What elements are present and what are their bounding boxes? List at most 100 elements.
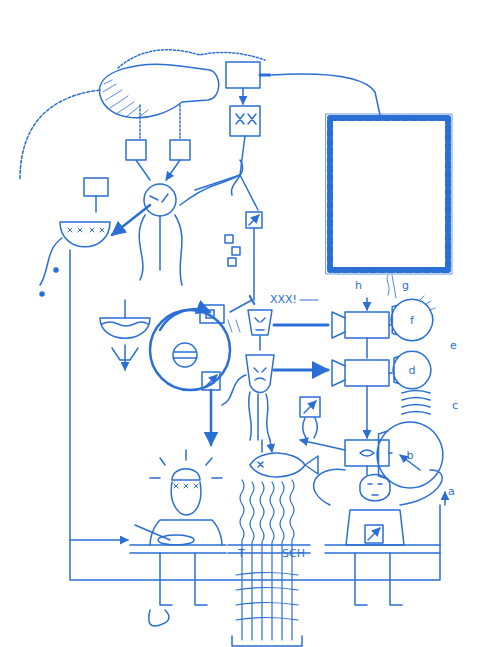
waves — [102, 322, 148, 326]
wire — [272, 74, 380, 115]
arrow — [205, 375, 217, 387]
x-eyes — [174, 484, 198, 488]
callout-label: e — [450, 340, 457, 352]
lens — [332, 360, 345, 386]
face — [171, 482, 201, 515]
camera-box — [345, 312, 389, 338]
tick — [228, 320, 240, 332]
arrow — [210, 390, 213, 445]
arm — [180, 175, 240, 205]
node-text: f — [390, 298, 434, 342]
face — [255, 318, 265, 330]
fish-tail — [305, 456, 318, 474]
arrow — [366, 338, 368, 438]
drop — [54, 268, 58, 272]
line — [389, 325, 392, 453]
coil — [402, 391, 430, 415]
pot — [100, 318, 150, 338]
arrow — [262, 440, 272, 452]
arrow — [300, 440, 345, 450]
cycle-circle — [150, 310, 230, 390]
camera-box — [345, 360, 389, 386]
line — [366, 466, 368, 475]
wavy — [303, 418, 318, 438]
bulb-letter: f — [410, 314, 414, 327]
face — [254, 368, 266, 380]
arrow — [304, 401, 316, 413]
table — [325, 545, 440, 553]
line — [259, 336, 261, 350]
bracket — [232, 636, 302, 646]
bulb-node: d — [392, 350, 432, 390]
callout-label: h — [355, 280, 362, 292]
bulb-letter: d — [409, 364, 416, 377]
arrow — [112, 205, 150, 235]
head — [248, 310, 272, 335]
bulb-node: b — [375, 420, 445, 490]
diagonal-box — [246, 212, 262, 228]
small-box — [200, 305, 224, 323]
dashed-link — [140, 105, 180, 138]
arrow — [160, 309, 210, 330]
eye — [360, 450, 374, 456]
drop — [40, 292, 44, 296]
body-lines — [139, 215, 182, 285]
tiny-square — [228, 258, 236, 266]
body — [346, 510, 404, 545]
line — [95, 196, 97, 212]
cloud-blob — [99, 64, 218, 118]
tiny-square — [225, 235, 233, 243]
callout-label: g — [402, 280, 409, 292]
stripes — [174, 352, 196, 358]
arrow — [366, 298, 368, 310]
rays — [420, 296, 435, 310]
plug — [260, 74, 270, 77]
face — [368, 484, 382, 495]
line — [300, 300, 318, 301]
brain-cap — [172, 469, 200, 480]
legs — [160, 553, 207, 605]
fish-eye — [258, 462, 263, 467]
diagonal-box — [202, 372, 220, 390]
small-box — [226, 62, 260, 88]
node-text: b — [375, 420, 445, 490]
arrow — [249, 215, 259, 225]
face — [150, 194, 168, 202]
arrow — [242, 88, 244, 104]
small-box — [170, 140, 190, 160]
waterfall — [236, 480, 298, 640]
inner-ball — [173, 343, 197, 367]
body — [150, 520, 222, 545]
diagonal-box — [300, 397, 320, 417]
frame-outline — [326, 114, 452, 274]
line — [70, 250, 128, 540]
diagonal-box — [365, 525, 383, 543]
small-box — [126, 140, 146, 160]
wire — [387, 275, 396, 298]
callout-label: c — [452, 400, 458, 412]
arrow — [444, 492, 446, 505]
small-box — [84, 178, 108, 196]
callout-label: a — [448, 486, 455, 498]
leaf-line — [232, 160, 258, 210]
x-box — [230, 106, 260, 136]
wavy-arc — [20, 90, 100, 180]
table — [130, 545, 226, 553]
tongue — [40, 238, 62, 285]
funnel — [112, 348, 138, 360]
bucket-head — [60, 222, 110, 247]
tiny-square — [206, 310, 214, 318]
arrow — [136, 160, 180, 180]
bulb-letter: b — [407, 449, 414, 462]
node-text: d — [392, 350, 432, 390]
arrow — [274, 325, 328, 370]
rays — [150, 450, 222, 478]
tentacle — [222, 375, 246, 405]
hatching — [103, 80, 148, 118]
foot-blob — [149, 610, 169, 626]
fork — [135, 525, 170, 540]
return-line — [70, 505, 440, 580]
line — [195, 136, 245, 190]
